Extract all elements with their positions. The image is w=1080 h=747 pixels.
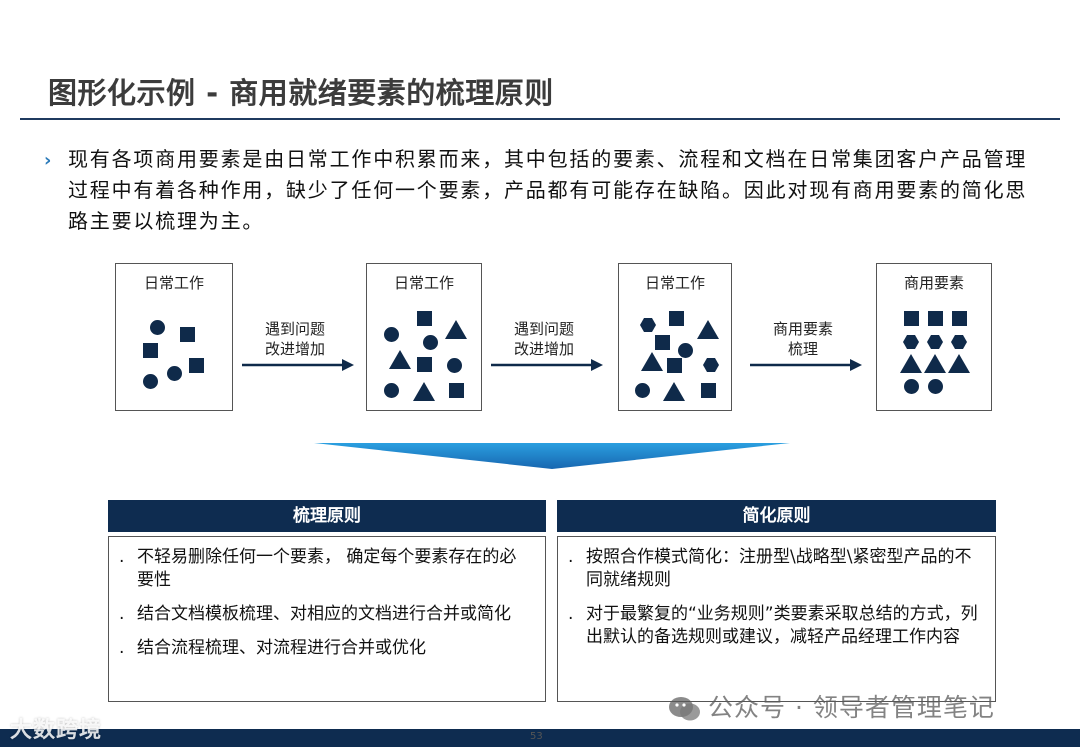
square-shape xyxy=(952,311,967,326)
triangle-shape xyxy=(697,320,719,339)
square-shape xyxy=(449,383,464,398)
intro-paragraph: 现有各项商用要素是由日常工作中积累而来，其中包括的要素、流程和文档在日常集团客户… xyxy=(68,147,1028,233)
flow-label-line: 商用要素 xyxy=(772,320,833,338)
right-arrow-icon xyxy=(750,359,862,371)
circle-shape xyxy=(384,327,399,342)
square-shape xyxy=(928,311,943,326)
circle-shape xyxy=(447,358,462,373)
flow-arrow-label-3: 商用要素 梳理 xyxy=(748,319,858,359)
circle-shape xyxy=(928,379,943,394)
panel-header-left: 梳理原则 xyxy=(108,500,546,532)
watermark-text: 公众号 · 领导者管理笔记 xyxy=(708,693,995,722)
page-number: 53 xyxy=(530,731,543,742)
rule-item: . 结合文档模板梳理、对相应的文档进行合并或简化 xyxy=(109,603,531,626)
circle-shape xyxy=(635,383,650,398)
bullet-dot: . xyxy=(119,638,125,658)
flow-arrow-label-2: 遇到问题 改进增加 xyxy=(489,319,599,359)
slide-title: 图形化示例 - 商用就绪要素的梳理原则 xyxy=(48,76,554,110)
flow-box-4: 商用要素 xyxy=(876,263,992,411)
triangle-shape xyxy=(900,354,922,373)
triangle-shape xyxy=(389,350,411,369)
bullet-dot: . xyxy=(119,547,125,567)
flow-box-title: 日常工作 xyxy=(644,274,705,292)
hexagon-shape xyxy=(703,358,719,372)
square-shape xyxy=(417,311,432,326)
flow-box-3: 日常工作 xyxy=(618,263,732,411)
hexagon-shape xyxy=(927,335,943,349)
square-shape xyxy=(417,357,432,372)
square-shape xyxy=(180,327,195,342)
triangle-shape xyxy=(948,354,970,373)
rule-item: . 结合流程梳理、对流程进行合并或优化 xyxy=(109,637,531,660)
triangle-shape xyxy=(641,352,663,371)
flow-box-title: 日常工作 xyxy=(143,274,204,292)
flow-label-line: 梳理 xyxy=(787,340,818,358)
circle-shape xyxy=(384,383,399,398)
rule-text: 不轻易删除任何一个要素， 确定每个要素存在的必要性 xyxy=(137,547,517,590)
right-arrow-icon xyxy=(491,359,603,371)
hexagon-shape xyxy=(640,318,656,332)
title-divider xyxy=(20,118,1060,120)
flow-arrow-label-1: 遇到问题 改进增加 xyxy=(240,319,350,359)
chevron-right-icon: › xyxy=(44,150,52,171)
flow-label-line: 遇到问题 xyxy=(513,320,574,338)
watermark-logo: 大数跨境 xyxy=(10,718,103,743)
footer-bar xyxy=(0,729,1080,747)
square-shape xyxy=(655,335,670,350)
circle-shape xyxy=(150,320,165,335)
rule-text: 结合流程梳理、对流程进行合并或优化 xyxy=(137,638,426,658)
bullet-dot: . xyxy=(119,604,125,624)
circle-shape xyxy=(904,379,919,394)
rule-item: . 不轻易删除任何一个要素， 确定每个要素存在的必要性 xyxy=(109,546,531,592)
flow-box-1: 日常工作 xyxy=(115,263,233,411)
right-arrow-icon xyxy=(242,359,354,371)
triangle-shape xyxy=(445,320,467,339)
bullet-dot: . xyxy=(568,547,574,567)
circle-shape xyxy=(143,374,158,389)
watermark-wechat: 公众号 · 领导者管理笔记 xyxy=(668,688,995,724)
panel-right: . 按照合作模式简化：注册型\战略型\紧密型产品的不同就绪规则 . 对于最繁复的… xyxy=(557,536,996,702)
rule-item: . 按照合作模式简化：注册型\战略型\紧密型产品的不同就绪规则 xyxy=(558,546,981,592)
wechat-icon xyxy=(669,697,700,721)
triangle-shape xyxy=(413,382,435,401)
panel-left: . 不轻易删除任何一个要素， 确定每个要素存在的必要性 . 结合文档模板梳理、对… xyxy=(108,536,546,702)
hexagon-shape xyxy=(903,335,919,349)
square-shape xyxy=(904,311,919,326)
rule-list: . 按照合作模式简化：注册型\战略型\紧密型产品的不同就绪规则 . 对于最繁复的… xyxy=(558,546,981,660)
rule-text: 按照合作模式简化：注册型\战略型\紧密型产品的不同就绪规则 xyxy=(586,547,972,590)
square-shape xyxy=(667,358,682,373)
flow-label-line: 改进增加 xyxy=(264,340,325,358)
panel-header-right: 简化原则 xyxy=(557,500,996,532)
bullet-dot: . xyxy=(568,604,574,624)
circle-shape xyxy=(167,366,182,381)
square-shape xyxy=(701,383,716,398)
flow-label-line: 改进增加 xyxy=(513,340,574,358)
square-shape xyxy=(143,343,158,358)
rule-text: 对于最繁复的“业务规则”类要素采取总结的方式，列出默认的备选规则或建议，减轻产品… xyxy=(586,604,978,647)
flow-box-2: 日常工作 xyxy=(366,263,482,411)
circle-shape xyxy=(678,343,693,358)
rule-item: . 对于最繁复的“业务规则”类要素采取总结的方式，列出默认的备选规则或建议，减轻… xyxy=(558,603,981,649)
down-chevron-shape xyxy=(314,443,790,469)
flow-label-line: 遇到问题 xyxy=(264,320,325,338)
square-shape xyxy=(189,358,204,373)
flow-box-title: 日常工作 xyxy=(393,274,454,292)
rule-text: 结合文档模板梳理、对相应的文档进行合并或简化 xyxy=(137,604,511,624)
triangle-shape xyxy=(924,354,946,373)
square-shape xyxy=(669,311,684,326)
flow-box-title: 商用要素 xyxy=(903,274,964,292)
triangle-shape xyxy=(663,382,685,401)
rule-list: . 不轻易删除任何一个要素， 确定每个要素存在的必要性 . 结合文档模板梳理、对… xyxy=(109,546,531,671)
hexagon-shape xyxy=(951,335,967,349)
circle-shape xyxy=(423,335,438,350)
